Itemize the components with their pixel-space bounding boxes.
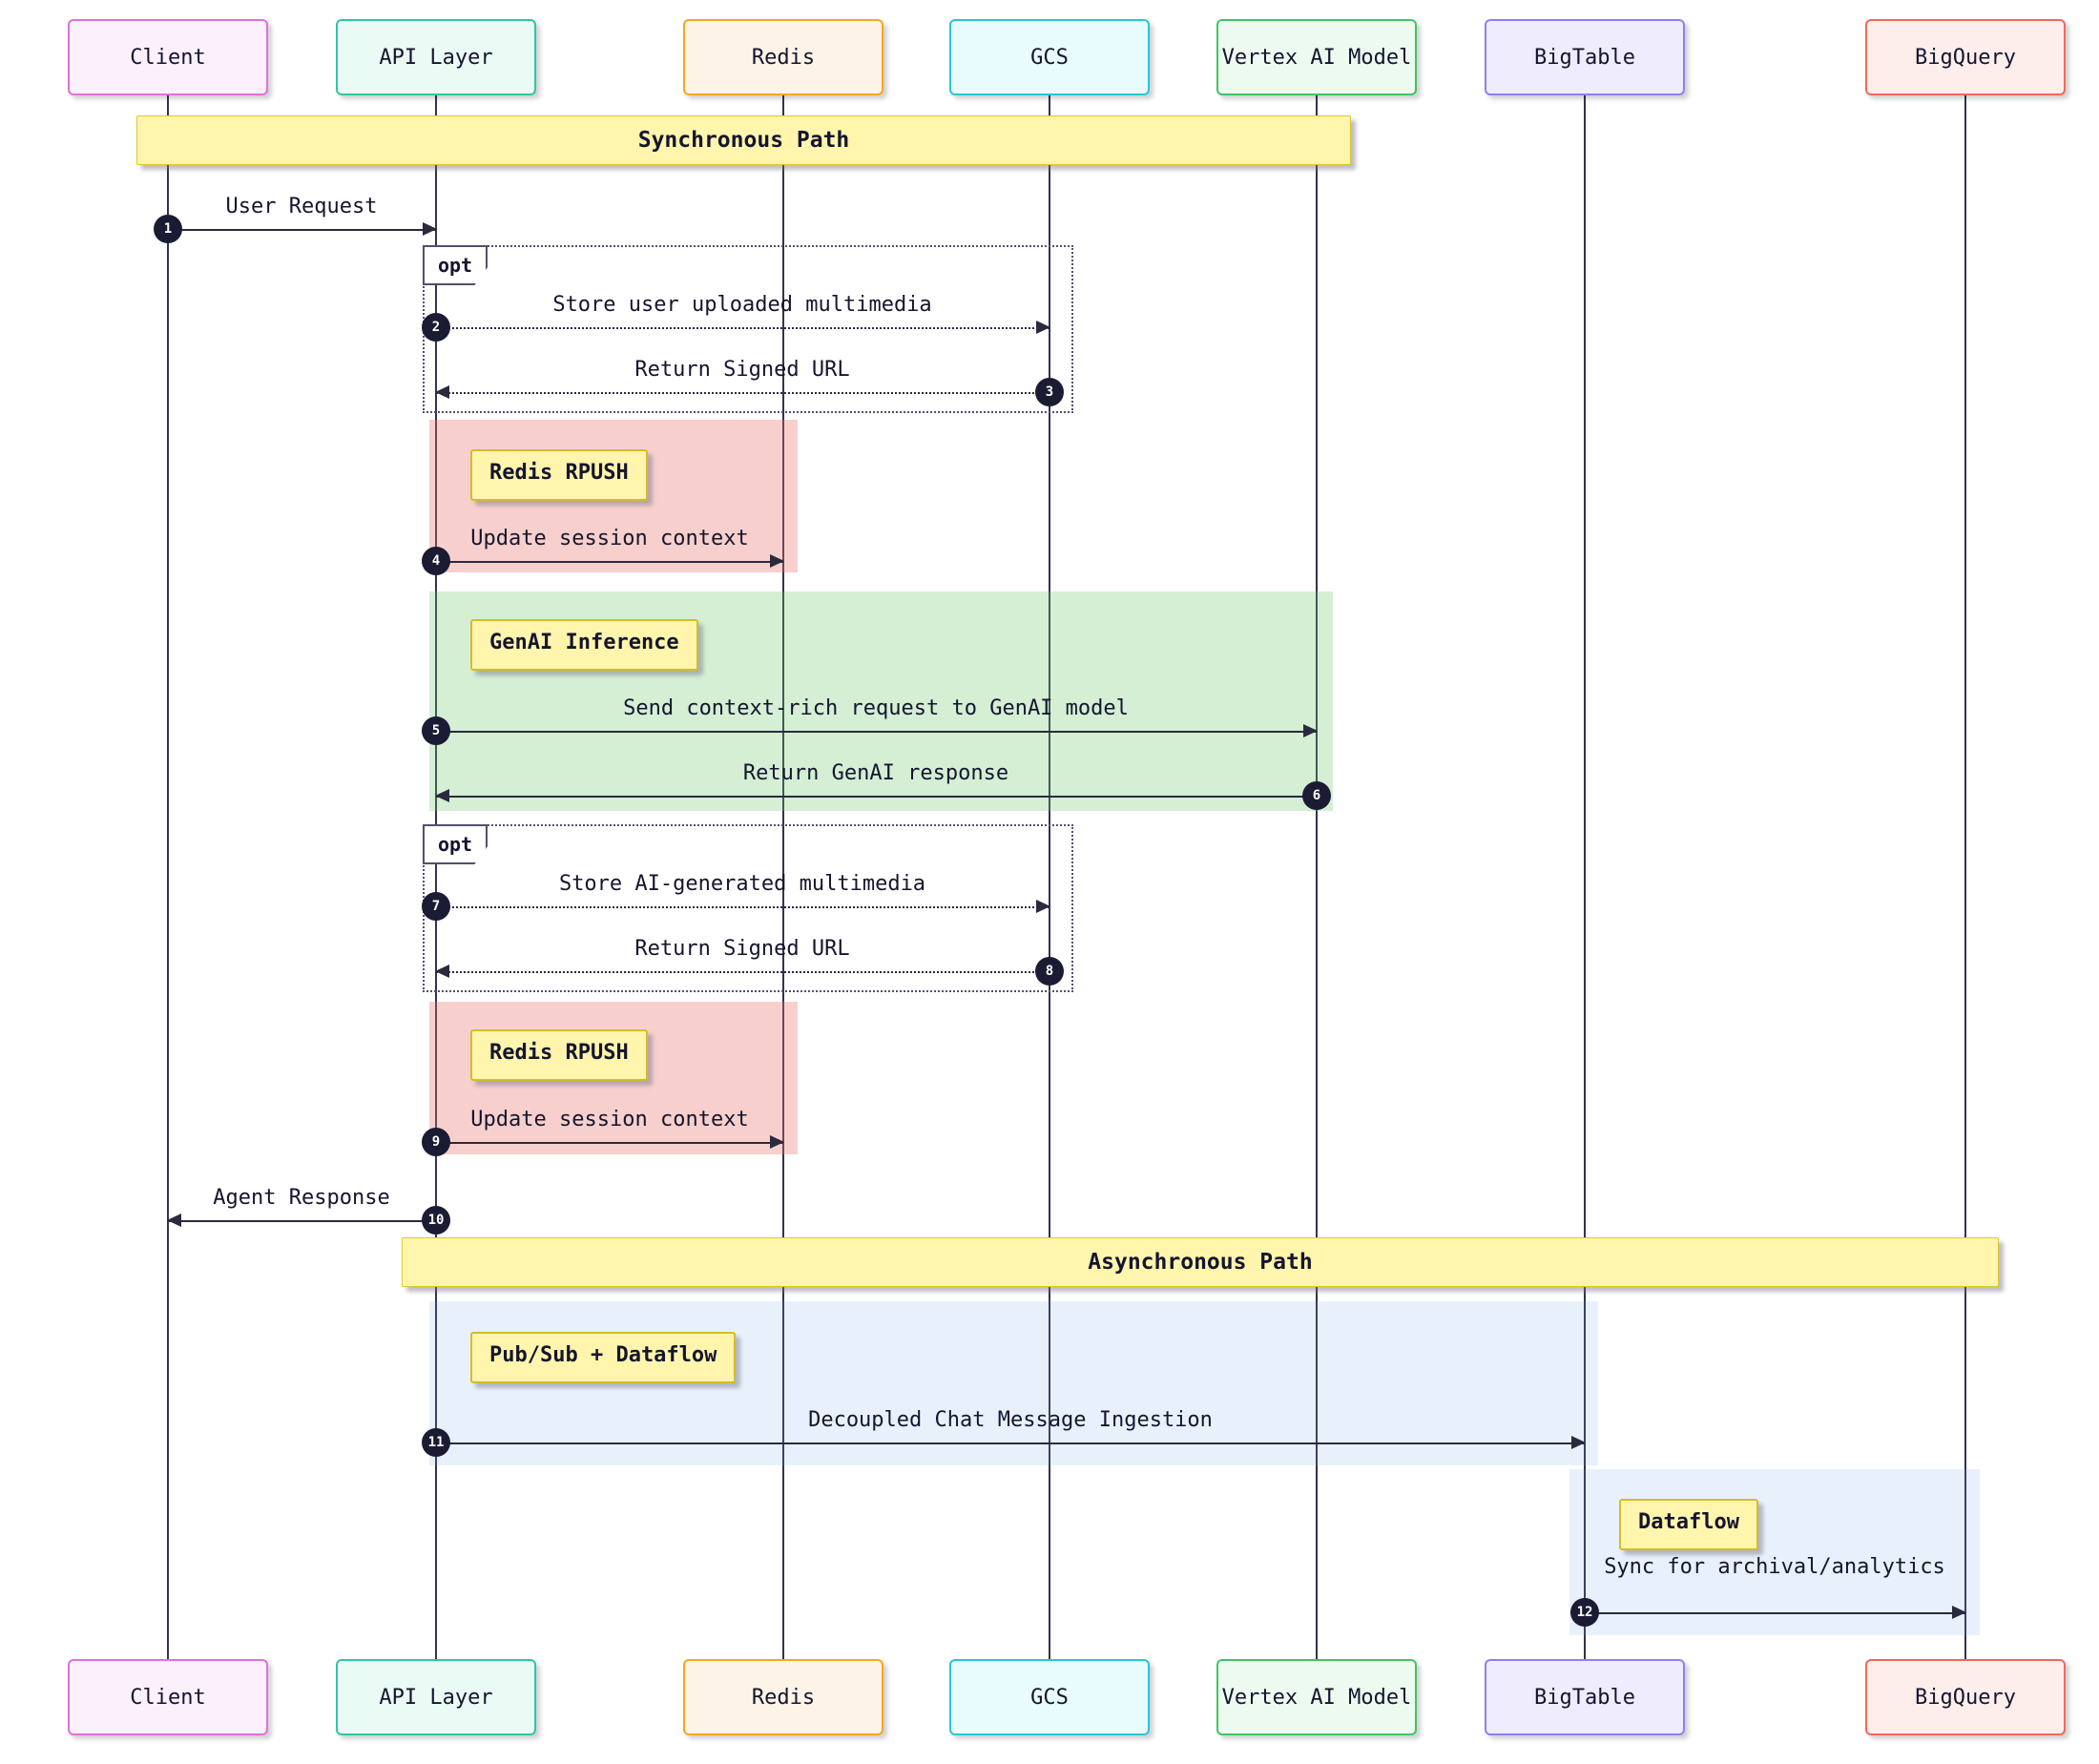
message-4-label: Update session context <box>470 527 749 550</box>
participant-label: Client <box>130 45 206 70</box>
highlight-dataflow <box>1569 1469 1980 1635</box>
message-11-number: 11 <box>422 1428 450 1457</box>
participant-redis-top: Redis <box>683 19 883 95</box>
note-pubsub-dataflow: Pub/Sub + Dataflow <box>470 1332 737 1383</box>
message-6-arrow <box>435 789 1317 802</box>
participant-box: Client <box>68 1659 268 1735</box>
participant-label: BigQuery <box>1915 45 2016 70</box>
lifeline-gcs <box>1049 95 1050 1659</box>
participant-vertex-bottom: Vertex AI Model <box>1216 1659 1417 1735</box>
participant-api-layer-bottom: API Layer <box>336 1659 536 1735</box>
message-4-number: 4 <box>422 547 450 575</box>
lifeline-vertex <box>1316 95 1318 1659</box>
highlight-pubsub-dataflow <box>429 1301 1598 1465</box>
message-8-number: 8 <box>1035 957 1064 986</box>
lifeline-bigquery <box>1964 95 1966 1659</box>
participant-box: BigTable <box>1485 19 1685 95</box>
participant-box: BigQuery <box>1865 1659 2066 1735</box>
participant-box: GCS <box>949 19 1150 95</box>
message-7-arrow <box>436 900 1050 913</box>
participant-bigtable-top: BigTable <box>1485 19 1685 95</box>
message-11-label: Decoupled Chat Message Ingestion <box>808 1408 1213 1432</box>
message-2-number: 2 <box>422 313 450 342</box>
message-3-number: 3 <box>1035 378 1064 406</box>
participant-label: GCS <box>1030 45 1069 70</box>
message-5-number: 5 <box>422 716 450 745</box>
participant-bigtable-bottom: BigTable <box>1485 1659 1685 1735</box>
message-3-arrow <box>435 385 1050 399</box>
participant-label: BigTable <box>1534 1685 1635 1710</box>
banner-asynchronous-path: Asynchronous Path <box>402 1237 1999 1287</box>
participant-box: API Layer <box>336 19 536 95</box>
message-8-arrow <box>435 965 1050 978</box>
participant-label: API Layer <box>379 45 493 70</box>
message-7-number: 7 <box>422 892 450 921</box>
opt-frame-1 <box>423 245 1073 413</box>
lifeline-client <box>167 95 169 1659</box>
participant-gcs-top: GCS <box>949 19 1150 95</box>
message-2-label: Store user uploaded multimedia <box>552 293 932 317</box>
participant-box: API Layer <box>336 1659 536 1735</box>
participant-label: Redis <box>751 1685 816 1710</box>
participant-bigquery-top: BigQuery <box>1865 19 2066 95</box>
message-3-label: Return Signed URL <box>634 358 850 382</box>
message-12-arrow <box>1585 1606 1966 1619</box>
opt-label-1: opt <box>423 245 488 285</box>
message-9-label: Update session context <box>470 1108 749 1131</box>
lifeline-bigtable <box>1584 95 1586 1659</box>
message-5-label: Send context-rich request to GenAI model <box>623 696 1129 720</box>
lifeline-redis <box>782 95 784 1659</box>
message-10-label: Agent Response <box>213 1186 390 1210</box>
message-6-label: Return GenAI response <box>742 761 1009 785</box>
participant-api-layer-top: API Layer <box>336 19 536 95</box>
note-genai-inference: GenAI Inference <box>470 619 698 671</box>
message-8-label: Return Signed URL <box>634 937 850 961</box>
participant-label: BigQuery <box>1915 1685 2016 1710</box>
participant-gcs-bottom: GCS <box>949 1659 1150 1735</box>
opt-label-2: opt <box>423 824 488 864</box>
message-10-arrow <box>167 1214 436 1227</box>
lifeline-api-layer <box>435 95 437 1659</box>
note-dataflow: Dataflow <box>1619 1499 1758 1550</box>
message-5-arrow <box>436 724 1318 737</box>
message-11-arrow <box>436 1436 1586 1449</box>
banner-synchronous-path: Synchronous Path <box>136 115 1351 165</box>
participant-box: Client <box>68 19 268 95</box>
message-4-arrow <box>436 554 784 568</box>
note-redis-rpush-1: Redis RPUSH <box>470 449 648 501</box>
message-1-number: 1 <box>154 215 182 243</box>
participant-box: GCS <box>949 1659 1150 1735</box>
participant-redis-bottom: Redis <box>683 1659 883 1735</box>
participant-box: BigQuery <box>1865 19 2066 95</box>
participant-label: GCS <box>1030 1685 1069 1710</box>
participant-label: Vertex AI Model <box>1221 45 1412 70</box>
message-9-number: 9 <box>422 1128 450 1156</box>
message-12-label: Sync for archival/analytics <box>1604 1555 1945 1579</box>
message-2-arrow <box>436 321 1050 334</box>
participant-box: Vertex AI Model <box>1216 19 1417 95</box>
message-10-number: 10 <box>422 1206 450 1235</box>
participant-label: Client <box>130 1685 206 1710</box>
message-1-label: User Request <box>225 195 378 218</box>
message-6-number: 6 <box>1302 781 1331 810</box>
participant-bigquery-bottom: BigQuery <box>1865 1659 2066 1735</box>
message-9-arrow <box>436 1135 784 1149</box>
participant-box: Redis <box>683 1659 883 1735</box>
message-7-label: Store AI-generated multimedia <box>558 872 926 896</box>
participant-label: BigTable <box>1534 45 1635 70</box>
participant-label: Vertex AI Model <box>1221 1685 1412 1710</box>
opt-frame-2 <box>423 824 1073 992</box>
participant-label: API Layer <box>379 1685 493 1710</box>
participant-box: Vertex AI Model <box>1216 1659 1417 1735</box>
participant-label: Redis <box>751 45 816 70</box>
participant-box: BigTable <box>1485 1659 1685 1735</box>
message-1-arrow <box>168 222 437 236</box>
message-12-number: 12 <box>1570 1598 1599 1627</box>
participant-client-top: Client <box>68 19 268 95</box>
participant-client-bottom: Client <box>68 1659 268 1735</box>
participant-box: Redis <box>683 19 883 95</box>
participant-vertex-top: Vertex AI Model <box>1216 19 1417 95</box>
note-redis-rpush-2: Redis RPUSH <box>470 1029 648 1081</box>
